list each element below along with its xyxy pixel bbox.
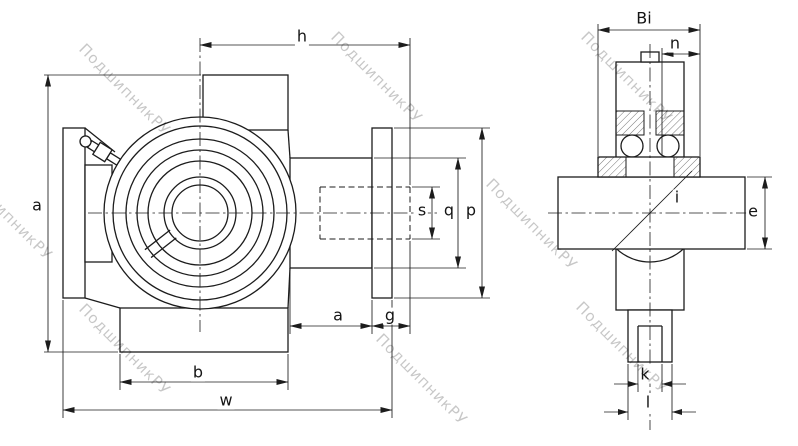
dim-label-bi: Bi xyxy=(634,8,654,28)
dim-label-a-side: a xyxy=(30,195,44,215)
dim-label-l: l xyxy=(643,392,653,412)
set-screw-marks xyxy=(144,229,177,259)
i-diameter-leader xyxy=(611,170,693,252)
front-centerlines xyxy=(88,38,438,332)
dim-label-b: b xyxy=(190,362,206,382)
dim-label-w: w xyxy=(217,390,235,410)
dim-label-e: e xyxy=(746,201,760,221)
dim-label-g: g xyxy=(382,305,398,325)
dim-label-a-bottom: a xyxy=(331,305,345,325)
front-view xyxy=(44,38,490,418)
front-dimensions xyxy=(44,38,490,418)
hidden-slot-lines xyxy=(319,186,411,240)
side-dimensions xyxy=(597,24,772,420)
dim-label-q: q xyxy=(441,200,457,220)
grease-fitting-icon xyxy=(79,135,122,166)
ball-left xyxy=(620,134,644,158)
dim-label-h: h xyxy=(294,26,310,46)
ball-right xyxy=(656,134,680,158)
dim-label-s: s xyxy=(415,200,429,220)
dim-label-k: k xyxy=(638,364,652,384)
dim-label-n: n xyxy=(667,33,683,53)
side-view xyxy=(548,24,772,430)
side-centerlines xyxy=(548,44,752,430)
bearing-section xyxy=(597,110,701,178)
dim-label-i: i xyxy=(672,187,682,207)
dim-label-p: p xyxy=(463,200,479,220)
